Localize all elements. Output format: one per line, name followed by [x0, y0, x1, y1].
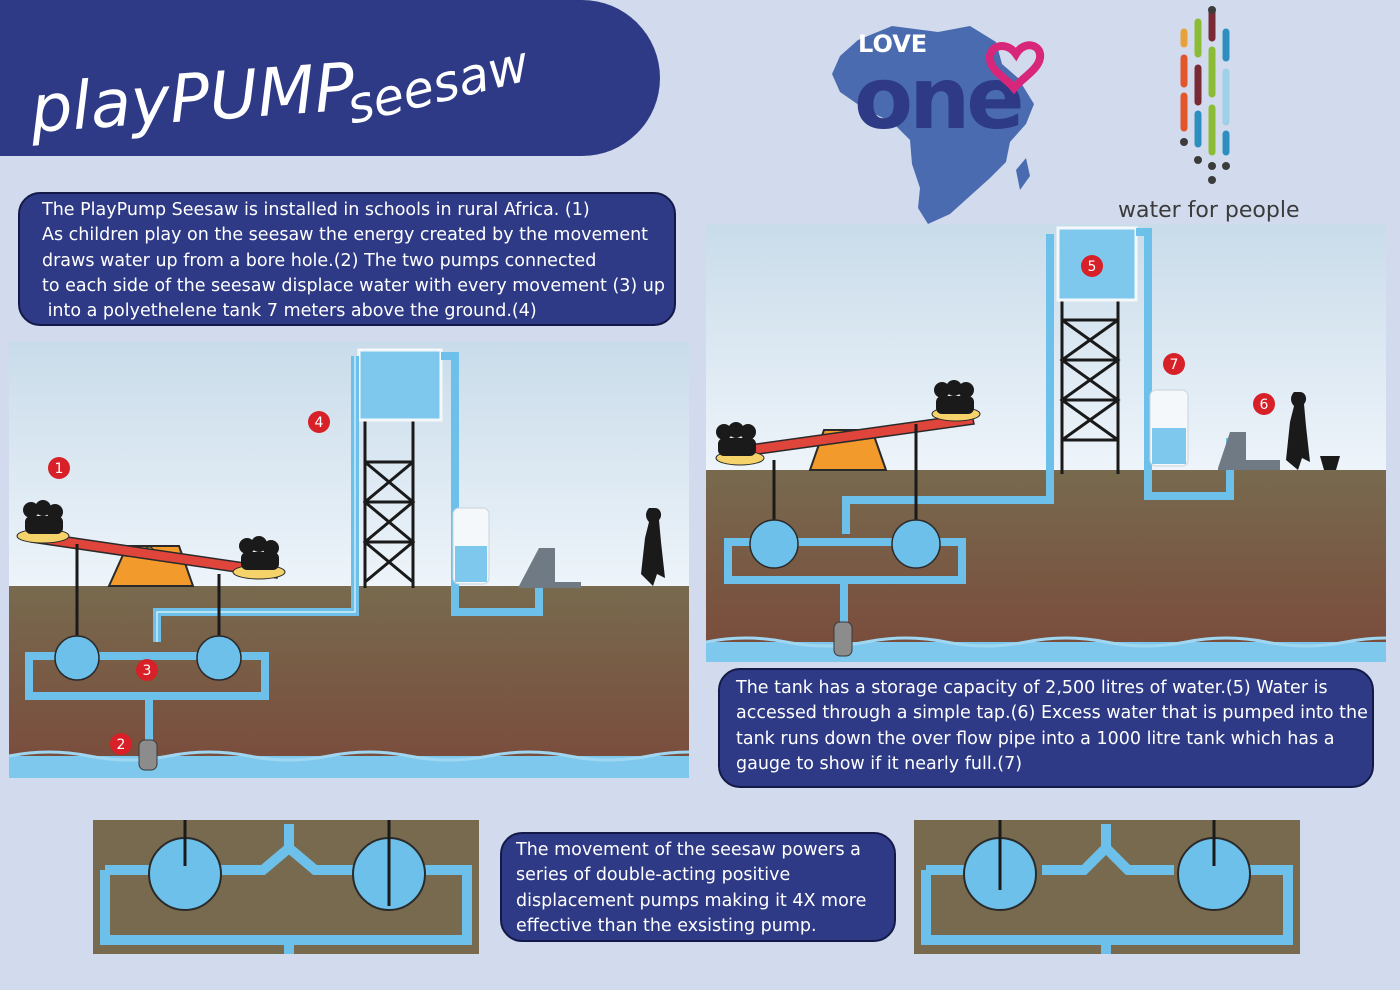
title-banner: playPUMP seesaw [0, 0, 660, 156]
intro-textbox: The PlayPump Seesaw is installed in scho… [18, 192, 676, 326]
pump-detail-right [914, 820, 1300, 954]
children-silhouette-icon [23, 500, 279, 570]
woman-silhouette-icon [641, 508, 665, 586]
marker-7-label: 7 [1170, 357, 1179, 373]
main-tank [357, 348, 443, 422]
love-one-logo: LOVE one [832, 26, 1045, 224]
africa-shape-icon [832, 26, 1034, 224]
pump-textbox: The movement of the seesaw powers a seri… [500, 832, 896, 942]
logo-one-text: one [854, 49, 1021, 149]
marker-5: 5 [1081, 255, 1103, 277]
intro-line: draws water up from a bore hole.(2) The … [42, 250, 597, 271]
marker-2-label: 2 [117, 737, 126, 753]
marker-6: 6 [1253, 393, 1275, 415]
marker-3: 3 [136, 659, 158, 681]
pump-line: series of double-acting positive [516, 865, 791, 886]
marker-5-label: 5 [1088, 259, 1097, 275]
marker-2: 2 [110, 733, 132, 755]
logo-love-text: LOVE [858, 30, 927, 58]
marker-1: 1 [48, 457, 70, 479]
pump-line: displacement pumps making it 4X more [516, 890, 867, 911]
water-for-people-text: water for people [1118, 198, 1300, 223]
title-lettering: playPUMP seesaw [27, 35, 535, 148]
right-scene-diagram: 5 7 6 [706, 224, 1386, 662]
marker-6-label: 6 [1260, 397, 1269, 413]
left-scene-diagram: 1 4 3 2 [9, 342, 689, 778]
water-tower [362, 418, 416, 588]
intro-line: As children play on the seesaw the energ… [42, 225, 649, 246]
water-for-people-logo [1180, 6, 1230, 184]
marker-3-label: 3 [143, 663, 152, 679]
tank-line: accessed through a simple tap.(6) Excess… [736, 703, 1368, 724]
tank-textbox: The tank has a storage capacity of 2,500… [718, 668, 1374, 788]
tank-line: The tank has a storage capacity of 2,500… [736, 678, 1328, 698]
marker-1-label: 1 [55, 461, 64, 477]
marker-4: 4 [308, 411, 330, 433]
pump-line: The movement of the seesaw powers a [516, 840, 861, 860]
pump-line: effective than the exsisting pump. [516, 915, 817, 936]
title-main: playPUMP [27, 48, 357, 148]
title-sub: seesaw [341, 35, 535, 136]
marker-7: 7 [1163, 353, 1185, 375]
heart-icon [985, 41, 1045, 95]
tank-line: gauge to show if it nearly full.(7) [736, 753, 1023, 774]
intro-line: The PlayPump Seesaw is installed in scho… [42, 200, 590, 220]
marker-4-label: 4 [315, 415, 324, 431]
pump-detail-left [93, 820, 479, 954]
intro-line: into a polyethelene tank 7 meters above … [42, 301, 537, 322]
intro-line: to each side of the seesaw displace wate… [42, 275, 666, 296]
tank-line: tank runs down the over flow pipe into a… [736, 728, 1335, 749]
